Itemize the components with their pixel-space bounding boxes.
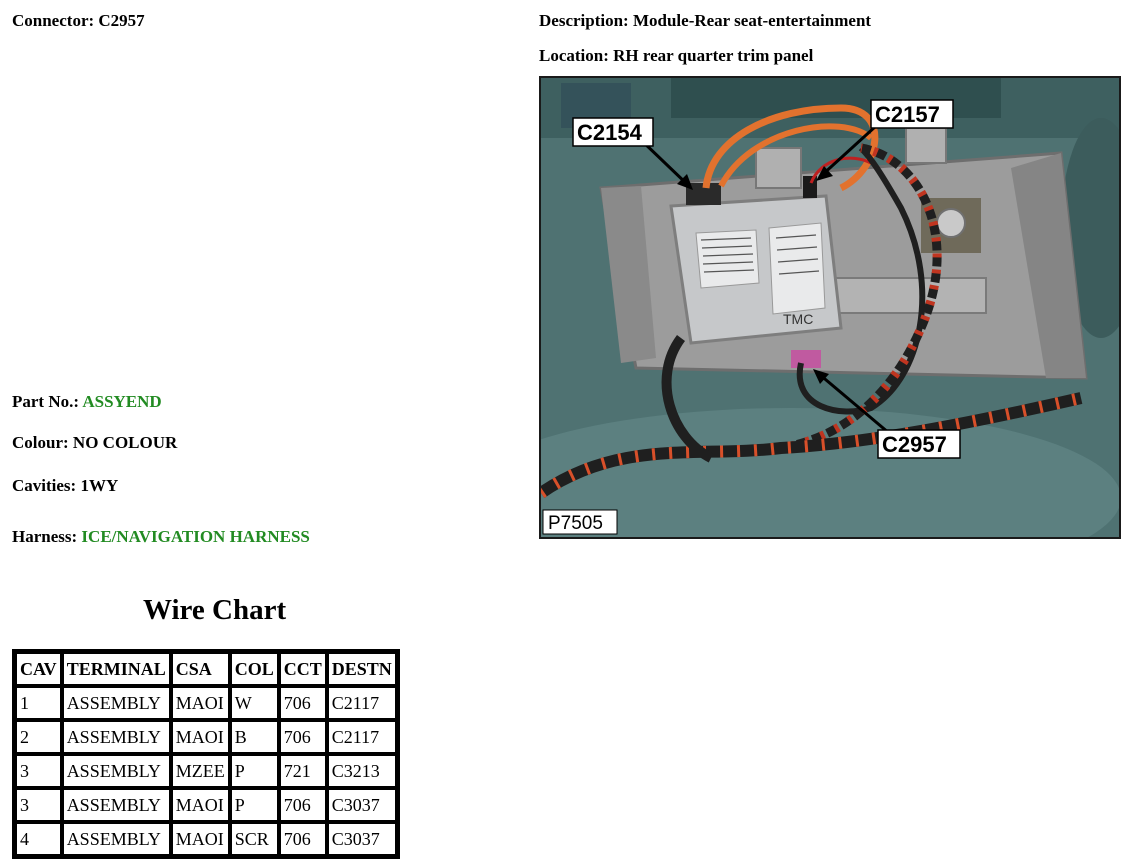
cavities-label: Cavities: [12, 476, 77, 495]
location-label: Location: [539, 46, 609, 65]
cell-cct: 721 [279, 755, 326, 787]
part-no-value: ASSYEND [82, 392, 162, 411]
table-row: 1 ASSEMBLY MAOI W 706 C2117 [16, 687, 396, 719]
table-row: 3 ASSEMBLY MAOI P 706 C3037 [16, 789, 396, 821]
header-destn: DESTN [327, 653, 396, 685]
cell-col: W [230, 687, 278, 719]
cell-cct: 706 [279, 721, 326, 753]
harness-field: Harness: ICE/NAVIGATION HARNESS [12, 527, 310, 547]
cell-cct: 706 [279, 823, 326, 855]
harness-label: Harness: [12, 527, 78, 546]
cell-terminal: ASSEMBLY [62, 721, 170, 753]
header-col: COL [230, 653, 278, 685]
callout-c2157: C2157 [875, 102, 940, 127]
cell-destn: C2117 [327, 721, 396, 753]
colour-label: Colour: [12, 433, 69, 452]
cell-destn: C3037 [327, 823, 396, 855]
description-value: Module-Rear seat-entertainment [632, 11, 872, 30]
cell-col: P [230, 789, 278, 821]
header-row: CAV TERMINAL CSA COL CCT DESTN [16, 653, 396, 685]
module-text: TMC [783, 311, 813, 327]
harness-value: ICE/NAVIGATION HARNESS [81, 527, 310, 546]
connector-value: C2957 [98, 11, 145, 30]
cell-destn: C3037 [327, 789, 396, 821]
cell-terminal: ASSEMBLY [62, 789, 170, 821]
part-no-field: Part No.: ASSYEND [12, 392, 162, 412]
cell-col: SCR [230, 823, 278, 855]
header-cav: CAV [16, 653, 61, 685]
description-field: Description: Module-Rear seat-entertainm… [539, 11, 871, 31]
connector-label: Connector: [12, 11, 95, 30]
table-row: 4 ASSEMBLY MAOI SCR 706 C3037 [16, 823, 396, 855]
cell-cav: 1 [16, 687, 61, 719]
colour-field: Colour: NO COLOUR [12, 433, 177, 453]
connector-field: Connector: C2957 [12, 11, 145, 31]
cell-col: B [230, 721, 278, 753]
cell-destn: C2117 [327, 687, 396, 719]
figure-id: P7505 [548, 513, 603, 534]
cell-destn: C3213 [327, 755, 396, 787]
cell-csa: MZEE [171, 755, 229, 787]
cell-csa: MAOI [171, 687, 229, 719]
cell-terminal: ASSEMBLY [62, 755, 170, 787]
location-field: Location: RH rear quarter trim panel [539, 46, 813, 66]
table-row: 2 ASSEMBLY MAOI B 706 C2117 [16, 721, 396, 753]
header-cct: CCT [279, 653, 326, 685]
cell-cav: 3 [16, 755, 61, 787]
description-label: Description: [539, 11, 629, 30]
cavities-field: Cavities: 1WY [12, 476, 118, 496]
cell-cav: 2 [16, 721, 61, 753]
wire-chart-title: Wire Chart [143, 594, 287, 626]
cell-terminal: ASSEMBLY [62, 823, 170, 855]
header-terminal: TERMINAL [62, 653, 170, 685]
cell-cct: 706 [279, 687, 326, 719]
connector-location-photo: TMC C2154 C2157 C2957 [539, 76, 1121, 539]
part-no-label: Part No.: [12, 392, 80, 411]
cavities-value: 1WY [80, 476, 119, 495]
colour-value: NO COLOUR [72, 433, 178, 452]
cell-col: P [230, 755, 278, 787]
wire-chart-table: CAV TERMINAL CSA COL CCT DESTN 1 ASSEMBL… [12, 649, 400, 859]
callout-c2957: C2957 [882, 432, 947, 457]
cell-cav: 3 [16, 789, 61, 821]
cell-terminal: ASSEMBLY [62, 687, 170, 719]
header-csa: CSA [171, 653, 229, 685]
table-row: 3 ASSEMBLY MZEE P 721 C3213 [16, 755, 396, 787]
cell-csa: MAOI [171, 721, 229, 753]
cell-cav: 4 [16, 823, 61, 855]
callout-c2154: C2154 [577, 120, 643, 145]
cell-csa: MAOI [171, 789, 229, 821]
cell-cct: 706 [279, 789, 326, 821]
cell-csa: MAOI [171, 823, 229, 855]
location-value: RH rear quarter trim panel [613, 46, 814, 65]
